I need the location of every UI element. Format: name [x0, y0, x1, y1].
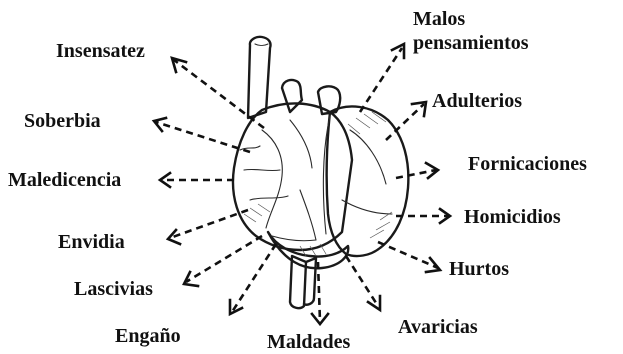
- label-malos: Malos: [413, 8, 465, 30]
- arrow-avaricias: [346, 256, 380, 310]
- arrow-hurtos: [378, 242, 440, 272]
- arrow-lascivias: [184, 236, 262, 286]
- label-homicidios: Homicidios: [464, 206, 561, 228]
- label-adulterios: Adulterios: [432, 90, 522, 112]
- label-maledicencia: Maledicencia: [8, 169, 121, 191]
- arrow-malos-pensamientos: [360, 44, 404, 112]
- arrow-adulterios: [386, 102, 426, 140]
- arrow-engano: [230, 244, 276, 314]
- label-pensamientos: pensamientos: [413, 32, 529, 54]
- heart-body: [233, 103, 352, 250]
- arrow-fornicaciones: [396, 163, 438, 178]
- label-envidia: Envidia: [58, 231, 125, 253]
- label-fornicaciones: Fornicaciones: [468, 153, 587, 175]
- label-avaricias: Avaricias: [398, 316, 478, 338]
- label-engano: Engaño: [115, 325, 181, 347]
- superior-vessel: [282, 80, 302, 112]
- label-lascivias: Lascivias: [74, 278, 153, 300]
- label-insensatez: Insensatez: [56, 40, 145, 62]
- arrow-soberbia: [154, 118, 250, 152]
- label-maldades: Maldades: [267, 331, 350, 353]
- arrow-maledicencia: [160, 173, 234, 187]
- label-soberbia: Soberbia: [24, 110, 101, 132]
- label-hurtos: Hurtos: [449, 258, 509, 280]
- arrow-envidia: [168, 210, 248, 244]
- aorta-vessel: [248, 37, 271, 118]
